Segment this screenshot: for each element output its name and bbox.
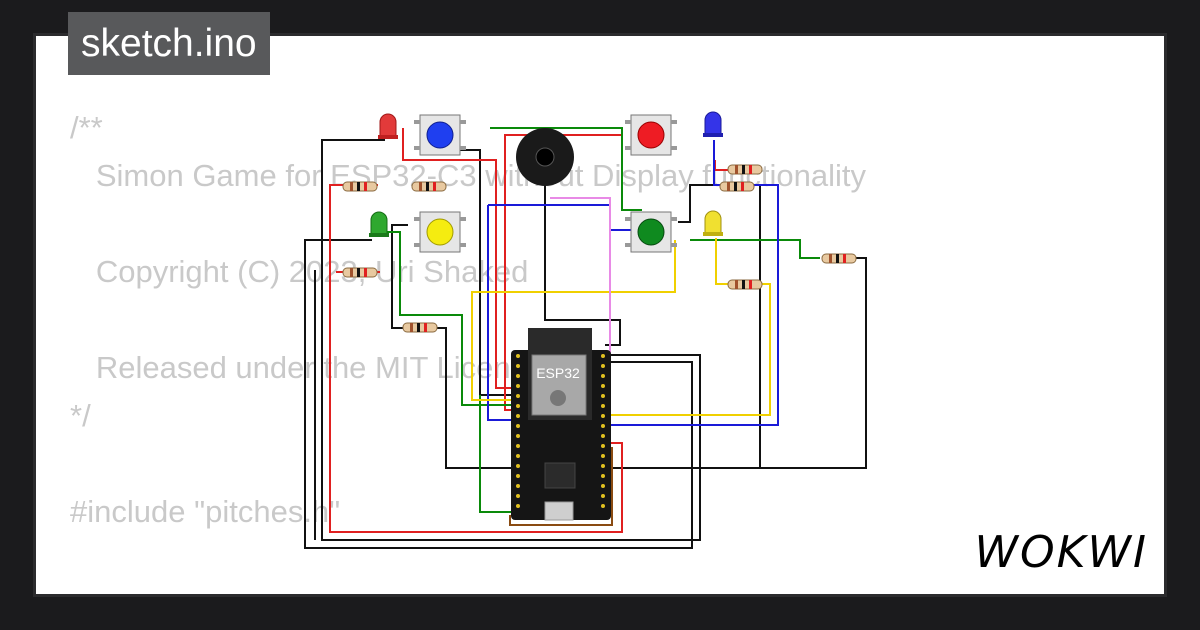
code-line: /** xyxy=(70,110,103,145)
code-editor: /** Simon Game for ESP32-C3 without Disp… xyxy=(70,104,866,594)
board-label: ESP32 xyxy=(536,365,580,381)
red-pushbutton-icon xyxy=(625,114,677,156)
wokwi-logo: WOKWI xyxy=(974,527,1148,578)
file-tab[interactable]: sketch.ino xyxy=(68,12,270,75)
code-line: /* Define pin numbers for LEDs, buttons … xyxy=(70,584,866,594)
buzzer-icon xyxy=(516,128,574,186)
resistor-icon xyxy=(342,181,378,192)
resistor-icon xyxy=(411,181,447,192)
yellow-pushbutton-icon xyxy=(414,211,466,253)
blue-led-icon xyxy=(703,111,723,137)
resistor-icon xyxy=(342,267,378,278)
code-line: Copyright (C) 2023, Uri Shaked xyxy=(70,254,529,289)
green-led-icon xyxy=(369,211,389,237)
resistor-icon xyxy=(727,164,763,175)
resistor-icon xyxy=(727,279,763,290)
green-pushbutton-icon xyxy=(625,211,677,253)
yellow-led-icon xyxy=(703,210,723,236)
resistor-icon xyxy=(821,253,857,264)
resistor-icon xyxy=(402,322,438,333)
esp32-board: ESP32 xyxy=(511,328,611,521)
code-line: */ xyxy=(70,398,91,433)
resistor-icon xyxy=(719,181,755,192)
red-led-icon xyxy=(378,113,398,139)
blue-pushbutton-icon xyxy=(414,114,466,156)
